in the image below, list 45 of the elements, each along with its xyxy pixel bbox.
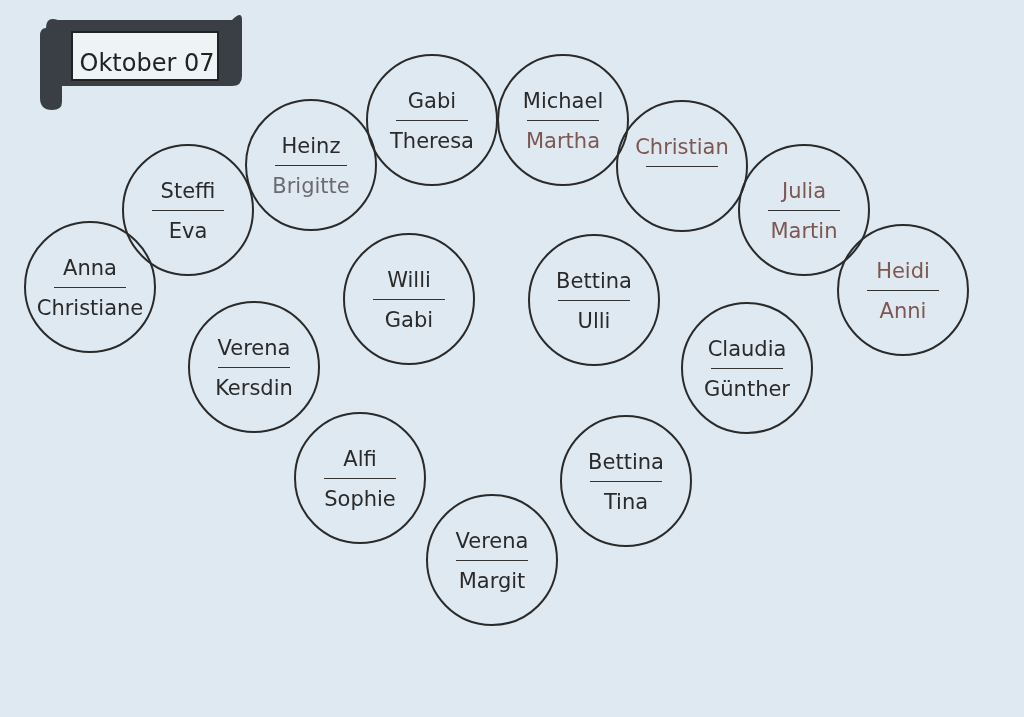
name-circle	[616, 100, 748, 232]
name-text: Brigitte	[272, 173, 350, 199]
name-circle	[122, 144, 254, 276]
name-text: Christian	[635, 134, 729, 160]
name-text: Ulli	[577, 308, 611, 334]
name-text: Bettina	[588, 449, 664, 475]
name-circle	[426, 494, 558, 626]
name-text: Steffi	[160, 178, 216, 204]
name-text: Günther	[704, 376, 790, 402]
title-text: Oktober 07	[79, 49, 215, 77]
name-circle	[366, 54, 498, 186]
name-text: Margit	[458, 568, 526, 594]
name-text: Anni	[879, 298, 927, 324]
name-text: Alfi	[343, 446, 377, 472]
name-text: Christiane	[36, 295, 144, 321]
name-text: Heinz	[281, 133, 341, 159]
name-circle	[343, 233, 475, 365]
name-text: Claudia	[707, 336, 787, 362]
name-circle	[188, 301, 320, 433]
name-text: Tina	[603, 489, 649, 515]
name-text: Michael	[522, 88, 604, 114]
name-text: Martha	[525, 128, 600, 154]
name-text: Heidi	[876, 258, 930, 284]
name-circle	[681, 302, 813, 434]
name-text: Willi	[387, 267, 431, 293]
name-text: Bettina	[556, 268, 632, 294]
name-text: Martin	[770, 218, 838, 244]
name-circle	[837, 224, 969, 356]
name-circle	[528, 234, 660, 366]
name-text: Eva	[168, 218, 208, 244]
name-text: Gabi	[384, 307, 434, 333]
name-circle	[738, 144, 870, 276]
name-text: Sophie	[324, 486, 396, 512]
name-circle	[294, 412, 426, 544]
name-circle	[24, 221, 156, 353]
name-text: Theresa	[390, 128, 474, 154]
name-text: Anna	[63, 255, 117, 281]
name-circle	[245, 99, 377, 231]
name-circle	[560, 415, 692, 547]
name-circle	[497, 54, 629, 186]
name-text: Verena	[217, 335, 291, 361]
name-text: Julia	[781, 178, 826, 204]
name-text: Verena	[455, 528, 529, 554]
name-text: Gabi	[407, 88, 457, 114]
name-text: Kersdin	[215, 375, 293, 401]
